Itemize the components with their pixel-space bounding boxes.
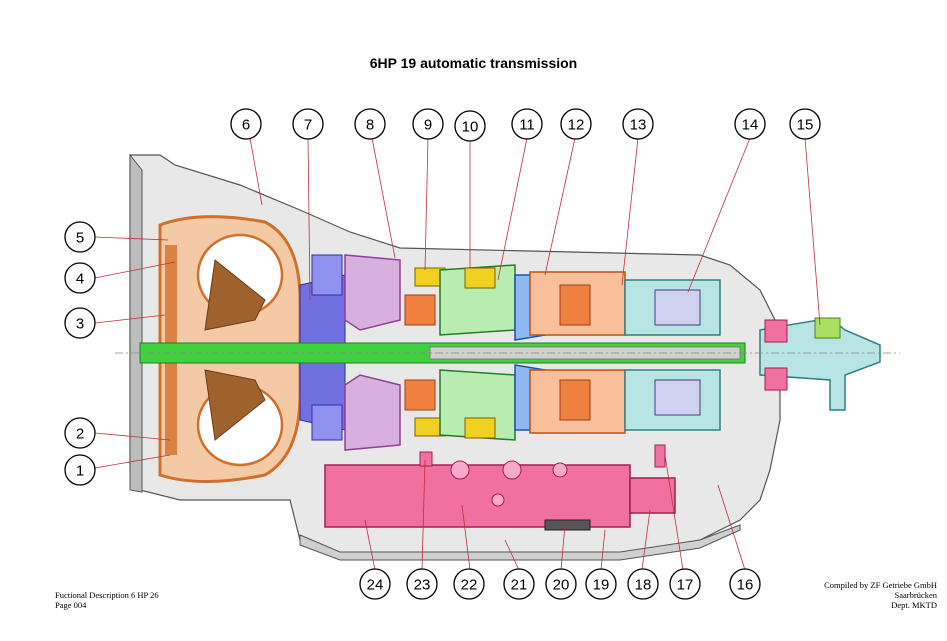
main-shaft: [115, 342, 900, 364]
callout-22: 22: [453, 568, 485, 600]
footer-right-line-3: Dept. MKTD: [891, 600, 937, 610]
svg-text:1: 1: [76, 463, 84, 480]
svg-text:5: 5: [76, 230, 84, 247]
svg-text:9: 9: [424, 117, 432, 134]
callout-14: 14: [734, 108, 766, 140]
svg-text:17: 17: [677, 577, 694, 594]
svg-text:19: 19: [593, 577, 610, 594]
svg-text:16: 16: [737, 577, 754, 594]
callout-16: 16: [729, 568, 761, 600]
callout-12: 12: [560, 108, 592, 140]
callout-24: 24: [359, 568, 391, 600]
svg-text:14: 14: [742, 117, 759, 134]
callout-6: 6: [230, 108, 262, 140]
oil-pump: [299, 254, 346, 441]
clutch-pack-front: [404, 267, 446, 437]
callout-10: 10: [454, 110, 486, 142]
svg-text:13: 13: [630, 117, 647, 134]
callout-20: 20: [545, 568, 577, 600]
footer-right-line-1: Compiled by ZF Getriebe GmbH: [824, 580, 937, 590]
footer-left-line-1: Fuctional Description 6 HP 26: [55, 590, 159, 600]
oil-pan: [299, 519, 741, 561]
svg-text:15: 15: [797, 117, 814, 134]
planetary-gear-set-1: [439, 264, 516, 441]
callout-7: 7: [292, 108, 324, 140]
callout-21: 21: [503, 568, 535, 600]
callout-17: 17: [669, 568, 701, 600]
svg-text:21: 21: [511, 577, 528, 594]
planetary-gear-set-2: [529, 271, 626, 434]
svg-text:7: 7: [304, 117, 312, 134]
svg-text:23: 23: [414, 577, 431, 594]
svg-text:10: 10: [462, 119, 479, 136]
footer-right: Compiled by ZF Getriebe GmbH Saarbrücken…: [824, 580, 937, 610]
svg-text:18: 18: [635, 577, 652, 594]
svg-text:22: 22: [461, 577, 478, 594]
svg-text:4: 4: [76, 271, 84, 288]
valve-body: [324, 444, 676, 528]
callout-15: 15: [789, 108, 821, 140]
torque-converter: [158, 215, 302, 483]
page-title: 6HP 19 automatic transmission: [369, 55, 578, 71]
footer-right-line-2: Saarbrücken: [894, 590, 937, 600]
callout-4: 4: [64, 262, 96, 294]
callout-5: 5: [64, 221, 96, 253]
leader-lines: [94, 137, 821, 571]
callout-8: 8: [354, 108, 386, 140]
svg-text:6: 6: [242, 117, 250, 134]
callout-23: 23: [406, 568, 438, 600]
callout-18: 18: [627, 568, 659, 600]
svg-text:20: 20: [553, 577, 570, 594]
planetary-gear-set-3: [624, 279, 721, 431]
callout-3: 3: [64, 307, 96, 339]
callout-9: 9: [412, 108, 444, 140]
svg-text:2: 2: [76, 426, 84, 443]
svg-text:12: 12: [568, 117, 585, 134]
callout-1: 1: [64, 454, 96, 486]
svg-text:11: 11: [519, 117, 535, 134]
output-flange: [759, 317, 881, 411]
callout-2: 2: [64, 417, 96, 449]
footer-left: Fuctional Description 6 HP 26 Page 004: [55, 590, 159, 610]
svg-text:8: 8: [366, 117, 374, 134]
svg-text:24: 24: [367, 577, 384, 594]
callouts: 1 2 3 4 5 6 7 8 9 10 11 12 13 14 15 16 1…: [64, 108, 821, 600]
svg-text:3: 3: [76, 316, 84, 333]
callout-13: 13: [622, 108, 654, 140]
callout-19: 19: [585, 568, 617, 600]
callout-11: 11: [511, 108, 543, 140]
footer-left-line-2: Page 004: [55, 600, 87, 610]
clutch-purple: [344, 254, 401, 451]
